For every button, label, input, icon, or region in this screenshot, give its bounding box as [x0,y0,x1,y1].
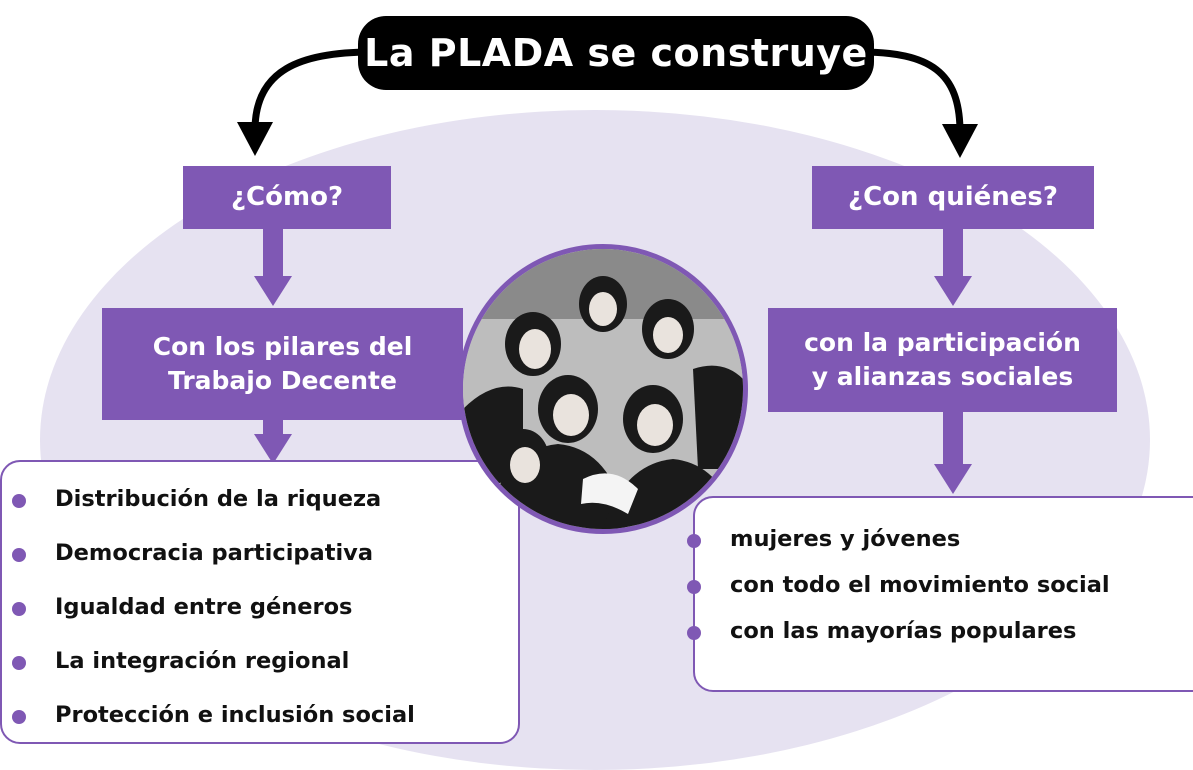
list-item-label: con las mayorías populares [730,618,1077,644]
pillars-list: Distribución de la riqueza Democracia pa… [12,482,415,752]
curved-arrow-right [859,48,964,133]
curved-arrow-right-head [942,124,978,158]
photo-illustration [463,249,743,529]
participation-line-1: con la participación [804,328,1081,358]
question-with-whom-box: ¿Con quiénes? [812,166,1094,229]
left-stem-1 [263,229,283,279]
right-stem-1 [943,229,963,279]
left-stem-2 [263,420,283,438]
bullet-icon [12,710,26,724]
list-item: con las mayorías populares [687,614,1110,660]
left-arrowhead-1 [254,276,292,306]
curved-arrow-left-head [237,122,273,156]
list-item: Protección e inclusión social [12,698,415,752]
page-title: La PLADA se construye [358,16,874,90]
list-item-label: Democracia participativa [55,540,374,566]
bullet-icon [12,548,26,562]
bullet-icon [12,494,26,508]
pillars-list-box: Distribución de la riqueza Democracia pa… [0,460,520,744]
list-item: La integración regional [12,644,415,698]
list-item-label: La integración regional [55,648,350,674]
right-arrowhead-2 [934,464,972,494]
right-arrowhead-1 [934,276,972,306]
bullet-icon [687,580,701,594]
list-item: con todo el movimiento social [687,568,1110,614]
participation-box: con la participación y alianzas sociales [768,308,1117,412]
bullet-icon [687,626,701,640]
bullet-icon [12,602,26,616]
allies-list-box: mujeres y jóvenes con todo el movimiento… [687,496,1193,692]
list-item-label: Protección e inclusión social [55,702,415,728]
participation-line-2: y alianzas sociales [811,362,1074,391]
group-photo-image [458,244,748,534]
bullet-icon [12,656,26,670]
list-item: mujeres y jóvenes [687,522,1110,568]
list-item: Igualdad entre géneros [12,590,415,644]
left-arrowhead-2 [254,434,292,464]
list-item: Democracia participativa [12,536,415,590]
list-item-label: mujeres y jóvenes [730,526,961,552]
question-how-box: ¿Cómo? [183,166,391,229]
curved-arrow-left [251,48,373,131]
connectors [237,48,978,494]
pillars-line-1: Con los pilares del [152,332,413,362]
allies-list: mujeres y jóvenes con todo el movimiento… [687,522,1110,660]
list-item: Distribución de la riqueza [12,482,415,536]
bullet-icon [687,534,701,548]
pillars-box: Con los pilares del Trabajo Decente [102,308,463,420]
right-stem-2 [943,412,963,467]
list-item-label: Igualdad entre géneros [55,594,353,620]
pillars-line-2: Trabajo Decente [168,366,397,395]
list-item-label: con todo el movimiento social [730,572,1110,598]
list-item-label: Distribución de la riqueza [55,486,382,512]
